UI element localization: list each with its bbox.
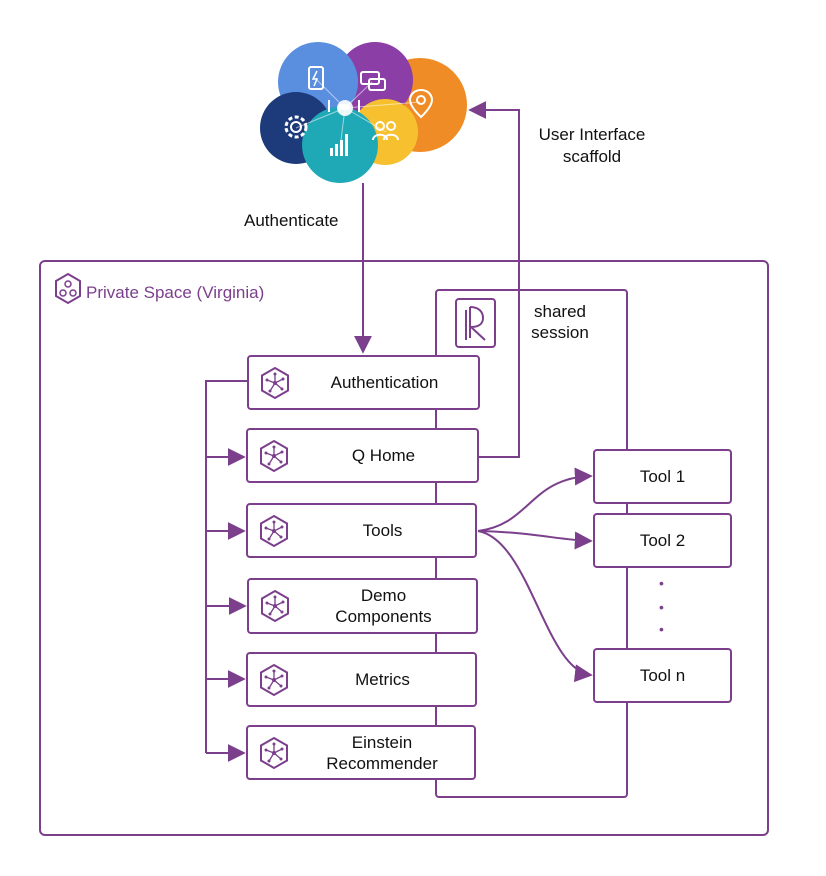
tool-box-1[interactable]: Tool 1 xyxy=(593,449,732,504)
service-box-demo-components[interactable]: Demo Components xyxy=(247,578,478,634)
ui-scaffold-label-line1: User Interface xyxy=(538,125,646,144)
shared-session-label-line2: session xyxy=(531,323,589,342)
location-pin-icon xyxy=(408,88,434,119)
ellipsis-dot: • xyxy=(659,575,664,591)
service-box-einstein-recommender[interactable]: Einstein Recommender xyxy=(246,725,476,780)
phone-icon xyxy=(308,66,324,90)
service-label: Metrics xyxy=(355,670,410,689)
chat-icon xyxy=(360,71,386,91)
bar-chart-icon xyxy=(330,134,348,156)
tool-label: Tool n xyxy=(639,665,686,685)
service-label: Q Home xyxy=(351,446,416,465)
auth-bus-line xyxy=(205,380,248,753)
private-space-frame xyxy=(39,260,769,836)
tools-to-tooln xyxy=(477,530,593,683)
tools-to-tool1 xyxy=(477,467,593,532)
tool-box-2[interactable]: Tool 2 xyxy=(593,513,732,568)
tool-label: Tool 1 xyxy=(639,466,686,486)
private-space-label: Private Space (Virginia) xyxy=(86,283,265,302)
ui-scaffold-label-line2: scaffold xyxy=(562,147,622,166)
ellipsis-dot: • xyxy=(659,621,664,637)
service-label: Demo Components xyxy=(335,586,432,626)
service-box-q-home[interactable]: Q Home xyxy=(246,428,479,483)
tool-label: Tool 2 xyxy=(639,530,686,550)
shared-session-label-line1: shared xyxy=(534,302,586,321)
service-node-icon xyxy=(260,736,288,769)
service-node-icon xyxy=(260,663,288,696)
gear-icon xyxy=(284,115,308,139)
tool-box-n[interactable]: Tool n xyxy=(593,648,732,703)
iot-cloud-logo xyxy=(260,42,467,183)
iot-hub-icon xyxy=(328,100,360,112)
ellipsis-dot: • xyxy=(659,599,664,615)
private-space-icon xyxy=(55,272,81,305)
service-box-authentication[interactable]: Authentication xyxy=(247,355,480,410)
people-icon xyxy=(372,121,399,141)
service-label: Einstein Recommender xyxy=(326,732,438,773)
shared-session-icon xyxy=(455,298,496,348)
service-box-metrics[interactable]: Metrics xyxy=(246,652,477,707)
authenticate-label: Authenticate xyxy=(244,211,339,230)
service-node-icon xyxy=(260,514,288,547)
ui-scaffold-arrow xyxy=(468,101,520,458)
service-node-icon xyxy=(260,439,288,472)
tools-to-tool2 xyxy=(477,530,593,550)
service-box-tools[interactable]: Tools xyxy=(246,503,477,558)
service-label: Authentication xyxy=(330,373,439,392)
service-node-icon xyxy=(261,589,289,623)
service-node-icon xyxy=(261,366,289,399)
service-label: Tools xyxy=(362,521,403,540)
